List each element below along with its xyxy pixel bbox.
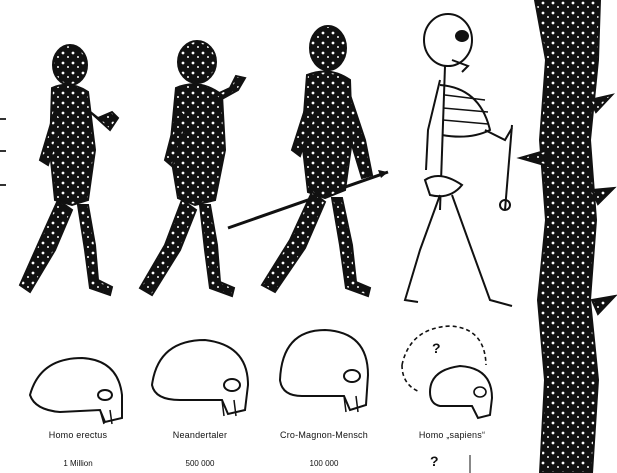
- years-homo-erectus: 1 Million: [28, 459, 128, 468]
- years-neandertaler: 500 000: [150, 459, 250, 468]
- years-homo-sapiens: ?: [430, 453, 439, 469]
- years-cro-magnon: 100 000: [268, 459, 380, 468]
- figure-skeleton: [405, 14, 512, 306]
- figure-homo-erectus: [20, 45, 118, 295]
- skull-homo-sapiens: [402, 326, 492, 473]
- label-homo-sapiens: Homo „sapiens“: [400, 430, 504, 440]
- skull-neandertaler: [152, 340, 248, 416]
- label-neandertaler: Neandertaler: [150, 430, 250, 440]
- skull-cro-magnon: [280, 330, 368, 412]
- decorative-trunk: [520, 0, 615, 473]
- figure-neandertaler: [140, 41, 245, 296]
- skull-homo-erectus: [30, 358, 122, 424]
- figure-cro-magnon: [228, 26, 388, 296]
- label-homo-erectus: Homo erectus: [28, 430, 128, 440]
- label-cro-magnon: Cro-Magnon-Mensch: [268, 430, 380, 440]
- unknown-skull-mark: ?: [432, 340, 441, 356]
